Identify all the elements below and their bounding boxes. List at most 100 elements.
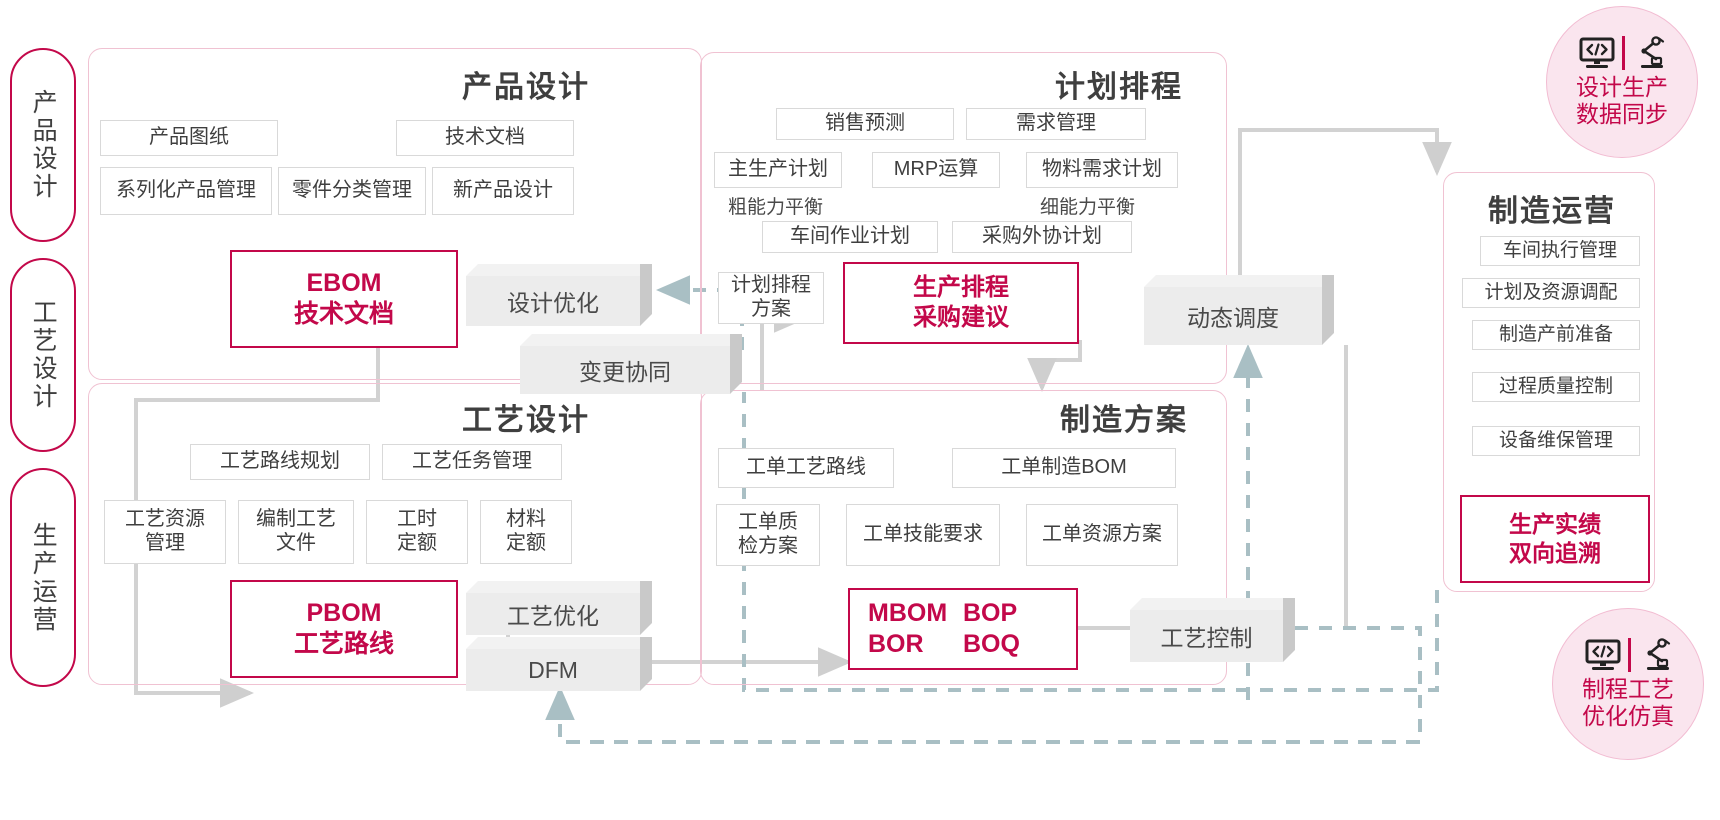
- chip-label: 编制工艺文件: [256, 508, 336, 554]
- robot-arm-icon: [1640, 36, 1664, 68]
- chip-material-quota[interactable]: 材料定额: [480, 500, 572, 564]
- panel-manufacturing-operation: [1443, 172, 1655, 592]
- slab-label: 工艺控制: [1130, 610, 1283, 662]
- chip-workorder-process-route[interactable]: 工单工艺路线: [718, 448, 894, 488]
- slab-top-face: [1130, 598, 1295, 610]
- chip-sales-forecast[interactable]: 销售预测: [776, 108, 954, 140]
- chip-process-route-planning[interactable]: 工艺路线规划: [190, 444, 370, 480]
- monitor-code-icon: [1585, 639, 1620, 670]
- redbox-pbom-line1: PBOM: [306, 598, 382, 627]
- redbox-mbom[interactable]: MBOM BOP BOR BOQ: [848, 588, 1078, 670]
- chip-planning-scheduling-scheme[interactable]: 计划排程方案: [718, 272, 824, 324]
- slab-side-face: [640, 637, 652, 691]
- chip-label: 工艺资源管理: [125, 508, 205, 554]
- chip-new-product-design[interactable]: 新产品设计: [432, 167, 574, 215]
- panel-product-design: [88, 48, 702, 380]
- robot-arm-icon: [1646, 638, 1670, 670]
- circle-badge-line2: 优化仿真: [1582, 703, 1674, 729]
- slab-side-face: [1322, 275, 1334, 345]
- circle-divider: [1621, 35, 1625, 70]
- stage-pill-label: 产品设计: [29, 89, 58, 201]
- redbox-ebom-line1: EBOM: [306, 268, 382, 297]
- redbox-mbom-line4: BOQ: [963, 630, 1020, 658]
- circle-badge-line2: 数据同步: [1576, 101, 1668, 127]
- slab-side-face: [640, 264, 652, 326]
- slab-dynamic-dispatch[interactable]: 动态调度: [1144, 275, 1334, 345]
- monitor-code-icon: [1579, 37, 1614, 68]
- slab-label: 变更协同: [520, 346, 730, 394]
- chip-mrp-calculation[interactable]: MRP运算: [872, 152, 1000, 188]
- chip-plan-resource-allocation[interactable]: 计划及资源调配: [1462, 278, 1640, 308]
- slab-label: 工艺优化: [466, 593, 640, 635]
- panel-title-planning: 计划排程: [1055, 71, 1183, 104]
- panel-planning: [700, 52, 1227, 384]
- panel-title-product-design: 产品设计: [462, 71, 590, 104]
- slab-side-face: [730, 334, 742, 394]
- slab-top-face: [466, 581, 652, 593]
- redbox-production-result[interactable]: 生产实绩 双向追溯: [1460, 495, 1650, 583]
- panel-title-process-design: 工艺设计: [462, 404, 590, 437]
- slab-process-optimization[interactable]: 工艺优化: [466, 581, 652, 635]
- slab-process-control[interactable]: 工艺控制: [1130, 598, 1295, 662]
- chip-process-resource-management[interactable]: 工艺资源管理: [104, 500, 226, 564]
- panel-manufacturing-scheme: [700, 390, 1227, 685]
- redbox-ebom-line2: 技术文档: [293, 300, 394, 328]
- chip-workorder-skill-requirement[interactable]: 工单技能要求: [846, 504, 1000, 566]
- redbox-production-schedule-line2: 采购建议: [913, 304, 1009, 331]
- panel-title-manufacturing-scheme: 制造方案: [1060, 404, 1188, 437]
- chip-label: 工时定额: [397, 508, 437, 554]
- redbox-production-result-line2: 双向追溯: [1509, 540, 1601, 566]
- chip-process-task-management[interactable]: 工艺任务管理: [382, 444, 562, 480]
- stage-pill-product-design: 产品设计: [10, 48, 76, 242]
- slab-side-face: [640, 581, 652, 635]
- circle-badge-design-production-sync[interactable]: 设计生产 数据同步: [1546, 6, 1698, 158]
- chip-workorder-manufacturing-bom[interactable]: 工单制造BOM: [952, 448, 1176, 488]
- chip-equipment-maintenance-management[interactable]: 设备维保管理: [1472, 426, 1640, 456]
- redbox-pbom-line2: 工艺路线: [293, 630, 394, 658]
- chip-workorder-resource-scheme[interactable]: 工单资源方案: [1026, 504, 1178, 566]
- redbox-mbom-line1: MBOM: [868, 598, 948, 627]
- chip-part-classification-mgmt[interactable]: 零件分类管理: [278, 167, 426, 215]
- stage-pill-label: 生产运营: [29, 521, 58, 634]
- chip-demand-management[interactable]: 需求管理: [966, 108, 1146, 140]
- redbox-mbom-line3: BOR: [868, 630, 924, 658]
- slab-dfm[interactable]: DFM: [466, 637, 652, 691]
- stage-pill-production-operation: 生产运营: [10, 468, 76, 687]
- chip-product-drawing[interactable]: 产品图纸: [100, 120, 278, 156]
- slab-label: 设计优化: [466, 276, 640, 326]
- chip-process-quality-control[interactable]: 过程质量控制: [1472, 372, 1640, 402]
- chip-purchase-outsourcing-plan[interactable]: 采购外协计划: [952, 221, 1132, 253]
- slab-label: 动态调度: [1144, 287, 1322, 345]
- chip-master-production-schedule[interactable]: 主生产计划: [714, 152, 842, 188]
- chip-label: 材料定额: [506, 508, 546, 554]
- circle-divider: [1627, 637, 1631, 672]
- circle-badge-line1: 设计生产: [1576, 73, 1668, 100]
- chip-serialized-product-mgmt[interactable]: 系列化产品管理: [100, 167, 272, 215]
- panel-process-design: [88, 383, 702, 685]
- slab-side-face: [1283, 598, 1295, 662]
- redbox-production-schedule[interactable]: 生产排程 采购建议: [843, 262, 1079, 344]
- chip-workshop-execution-management[interactable]: 车间执行管理: [1480, 236, 1640, 266]
- redbox-ebom[interactable]: EBOM 技术文档: [230, 250, 458, 348]
- chip-technical-document[interactable]: 技术文档: [396, 120, 574, 156]
- redbox-production-schedule-line1: 生产排程: [913, 274, 1009, 301]
- chip-material-requirement-plan[interactable]: 物料需求计划: [1026, 152, 1178, 188]
- chip-compile-process-document[interactable]: 编制工艺文件: [238, 500, 354, 564]
- panel-title-manufacturing-operation: 制造运营: [1488, 195, 1616, 228]
- label-fine-capacity-balance: 细能力平衡: [1040, 197, 1136, 218]
- label-rough-capacity-balance: 粗能力平衡: [728, 197, 824, 218]
- slab-design-optimization[interactable]: 设计优化: [466, 264, 652, 326]
- redbox-pbom[interactable]: PBOM 工艺路线: [230, 580, 458, 678]
- chip-manufacturing-pre-production-prep[interactable]: 制造产前准备: [1472, 320, 1640, 350]
- circle-badge-process-optimization-simulation[interactable]: 制程工艺 优化仿真: [1552, 608, 1704, 760]
- stage-pill-process-design: 工艺设计: [10, 258, 76, 452]
- chip-labor-hour-quota[interactable]: 工时定额: [366, 500, 468, 564]
- chip-label: 工单质检方案: [738, 511, 798, 557]
- redbox-production-result-line1: 生产实绩: [1509, 511, 1601, 538]
- chip-workorder-quality-inspection-scheme[interactable]: 工单质检方案: [716, 504, 820, 566]
- chip-workshop-operation-plan[interactable]: 车间作业计划: [762, 221, 938, 253]
- circle-icon-group: [1579, 35, 1666, 70]
- slab-change-collaboration[interactable]: 变更协同: [520, 334, 742, 394]
- slab-top-face: [466, 264, 652, 276]
